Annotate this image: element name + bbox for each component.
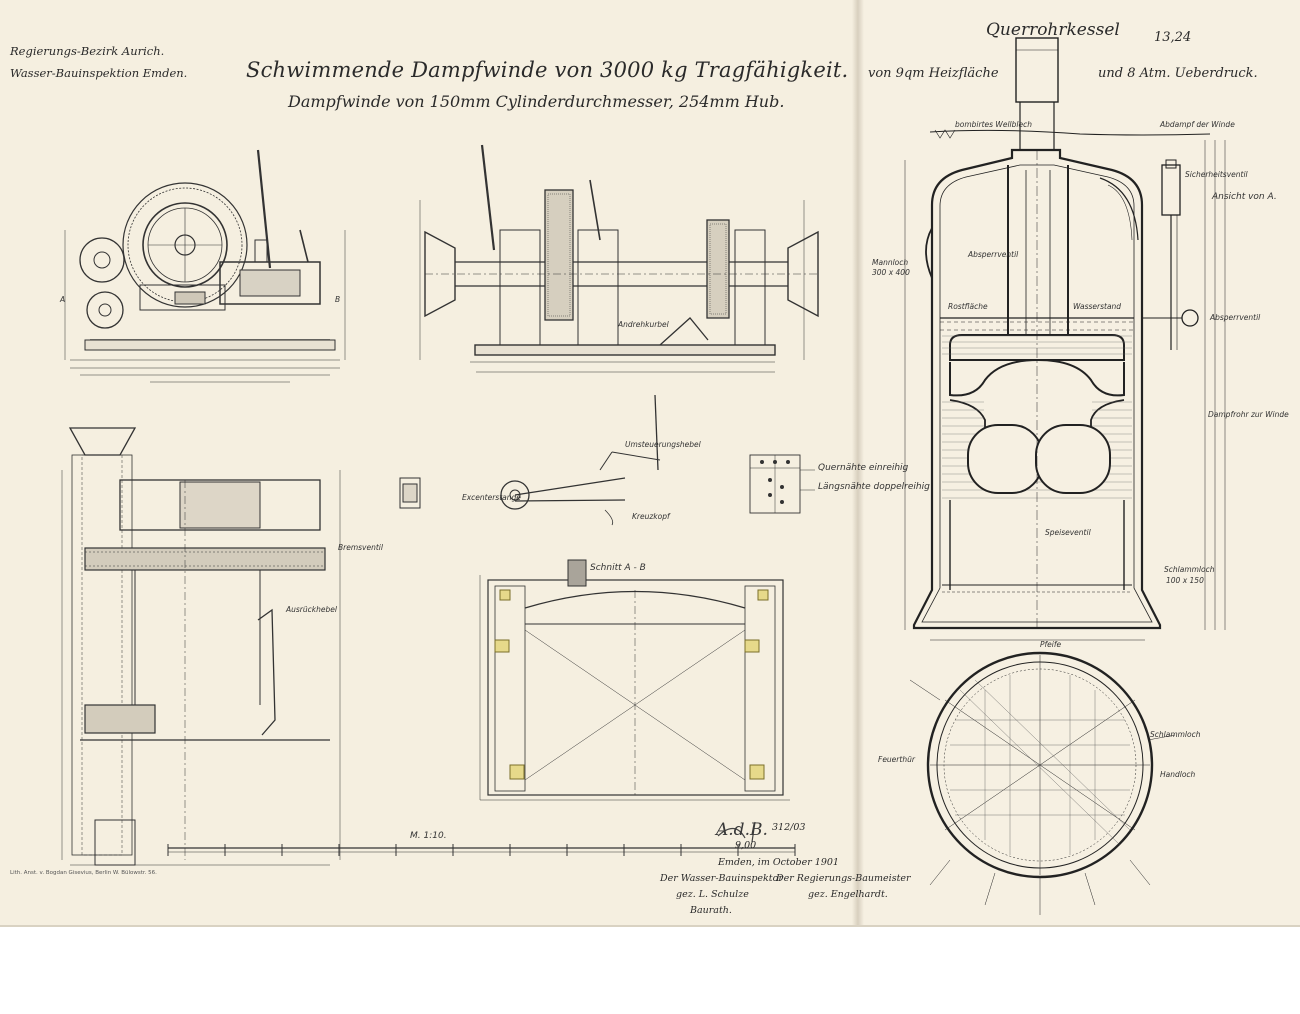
winch-side-elevation — [419, 144, 819, 373]
label-steam-pipe: Dampfrohr zur Winde — [1208, 410, 1289, 419]
scale-bar — [167, 844, 796, 856]
label-mudhole: Schlammloch — [1164, 565, 1215, 574]
label-eccentric: Excenterstange — [462, 493, 521, 502]
left-page — [0, 0, 858, 925]
boiler-title: Querrohrkessel — [986, 20, 1120, 40]
inspector-title: Baurath. — [690, 905, 732, 916]
archive-stamp-sub: 9,00 — [735, 840, 757, 851]
label-brake-valve: Bremsventil — [338, 543, 383, 552]
label-manhole-size: 300 x 400 — [872, 268, 910, 277]
label-grate: Rostfläche — [948, 302, 988, 311]
label-roof: bombirtes Wellblech — [955, 120, 1032, 129]
rivet-seam-detail — [749, 454, 815, 514]
sheet-number: 13,24 — [1154, 30, 1192, 45]
label-rivet-double: Längsnähte doppelreihig — [818, 482, 930, 492]
label-crank: Andrehkurbel — [618, 320, 669, 329]
section-a-b — [479, 559, 790, 801]
label-whistle: Pfeife — [1040, 640, 1062, 649]
label-section-ab: Schnitt A - B — [590, 563, 646, 573]
winch-front-elevation — [64, 149, 346, 383]
book-gutter — [852, 0, 864, 925]
label-feed: Speiseventil — [1045, 528, 1091, 537]
label-reverse-lever: Umsteuerungshebel — [625, 440, 701, 449]
label-crosshead: Kreuzkopf — [632, 512, 670, 521]
label-release-lever: Ausrückhebel — [286, 605, 337, 614]
label-safety-valve: Sicherheitsventil — [1185, 170, 1248, 179]
winch-plan-view — [61, 427, 341, 866]
valve-gear-detail — [399, 394, 661, 526]
inspector-role: Der Wasser-Bauinspektor — [660, 873, 783, 884]
boiler-plan-view — [909, 651, 1176, 915]
main-title: Schwimmende Dampfwinde von 3000 kg Tragf… — [246, 58, 849, 82]
printer-imprint: Lith. Anst. v. Bogdan Gisevius, Berlin W… — [10, 870, 157, 876]
inspector-name: gez. L. Schulze — [676, 889, 749, 900]
label-feed-valve: Absperrventil — [1210, 313, 1261, 322]
builder-role: Der Regierungs-Baumeister — [776, 873, 911, 884]
builder-name: gez. Engelhardt. — [808, 889, 888, 900]
label-b: B — [335, 295, 341, 304]
boiler-spec-heating: von 9qm Heizfläche — [868, 66, 999, 81]
label-manhole: Mannloch — [872, 258, 909, 267]
scale-label: M. 1:10. — [410, 831, 447, 841]
label-firedoor: Feuerthür — [878, 755, 915, 764]
label-plan-mudhole: Schlammloch — [1150, 730, 1201, 739]
sub-title: Dampfwinde von 150mm Cylinderdurchmesser… — [288, 92, 785, 111]
place-date: Emden, im October 1901 — [718, 857, 839, 868]
label-a: A — [60, 295, 66, 304]
boiler-spec-pressure: und 8 Atm. Ueberdruck. — [1098, 66, 1258, 81]
label-handhole: Handloch — [1160, 770, 1196, 779]
label-view-a: Ansicht von A. — [1212, 192, 1277, 202]
label-shutoff-valve: Absperrventil — [968, 250, 1019, 259]
label-water-level: Wasserstand — [1073, 302, 1122, 311]
tube-plate-grid — [950, 675, 1131, 855]
stamp-flourish — [717, 821, 756, 843]
district-label: Regierungs-Bezirk Aurich. — [10, 44, 165, 58]
boiler-elevation — [904, 37, 1226, 641]
archive-stamp-number: 312/03 — [772, 822, 806, 833]
page-edge — [0, 925, 1300, 927]
inspection-label: Wasser-Bauinspektion Emden. — [10, 66, 188, 80]
label-mudhole-size: 100 x 150 — [1166, 576, 1204, 585]
archive-stamp-initials: A.d.B. — [716, 820, 768, 840]
label-exhaust: Abdampf der Winde — [1160, 120, 1235, 129]
label-rivet-single: Quernähte einreihig — [818, 463, 909, 473]
